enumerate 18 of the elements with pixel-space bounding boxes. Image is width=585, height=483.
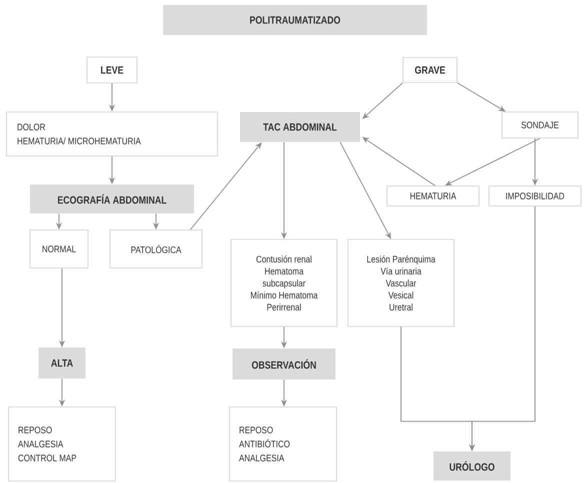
treatment-box: REPOSO ANTIBIÓTICO ANALGESIA xyxy=(229,406,337,482)
result-box: IMPOSIBILIDAD xyxy=(488,186,582,206)
symptom-box: DOLOR HEMATURIA/ MICROHEMATURIA xyxy=(6,112,218,156)
step-box: URÓLOGO xyxy=(434,452,510,480)
step-box: TAC ABDOMINAL xyxy=(240,112,360,142)
step-box: ECOGRAFÍA ABDOMINAL xyxy=(30,184,194,214)
result-box: NORMAL xyxy=(30,230,88,268)
step-box: SONDAJE xyxy=(502,112,578,138)
category-box: LEVE xyxy=(86,56,138,84)
finding-box: Contusión renal Hematoma subcapsular Mínimo Hematoma Perirrenal xyxy=(230,239,338,327)
result-box: PATOLÓGICA xyxy=(110,230,202,268)
treatment-box: REPOSO ANALGESIA CONTROL MAP xyxy=(8,406,116,482)
step-box: ALTA xyxy=(38,348,86,378)
result-box: HEMATURIA xyxy=(386,186,480,206)
step-box: OBSERVACIÓN xyxy=(232,348,336,380)
finding-box: Lesión Parénquima Vía urinaria Vascular Vesical Uretral xyxy=(348,239,454,327)
category-box: GRAVE xyxy=(402,57,458,83)
title-box: POLITRAUMATIZADO xyxy=(163,5,427,35)
